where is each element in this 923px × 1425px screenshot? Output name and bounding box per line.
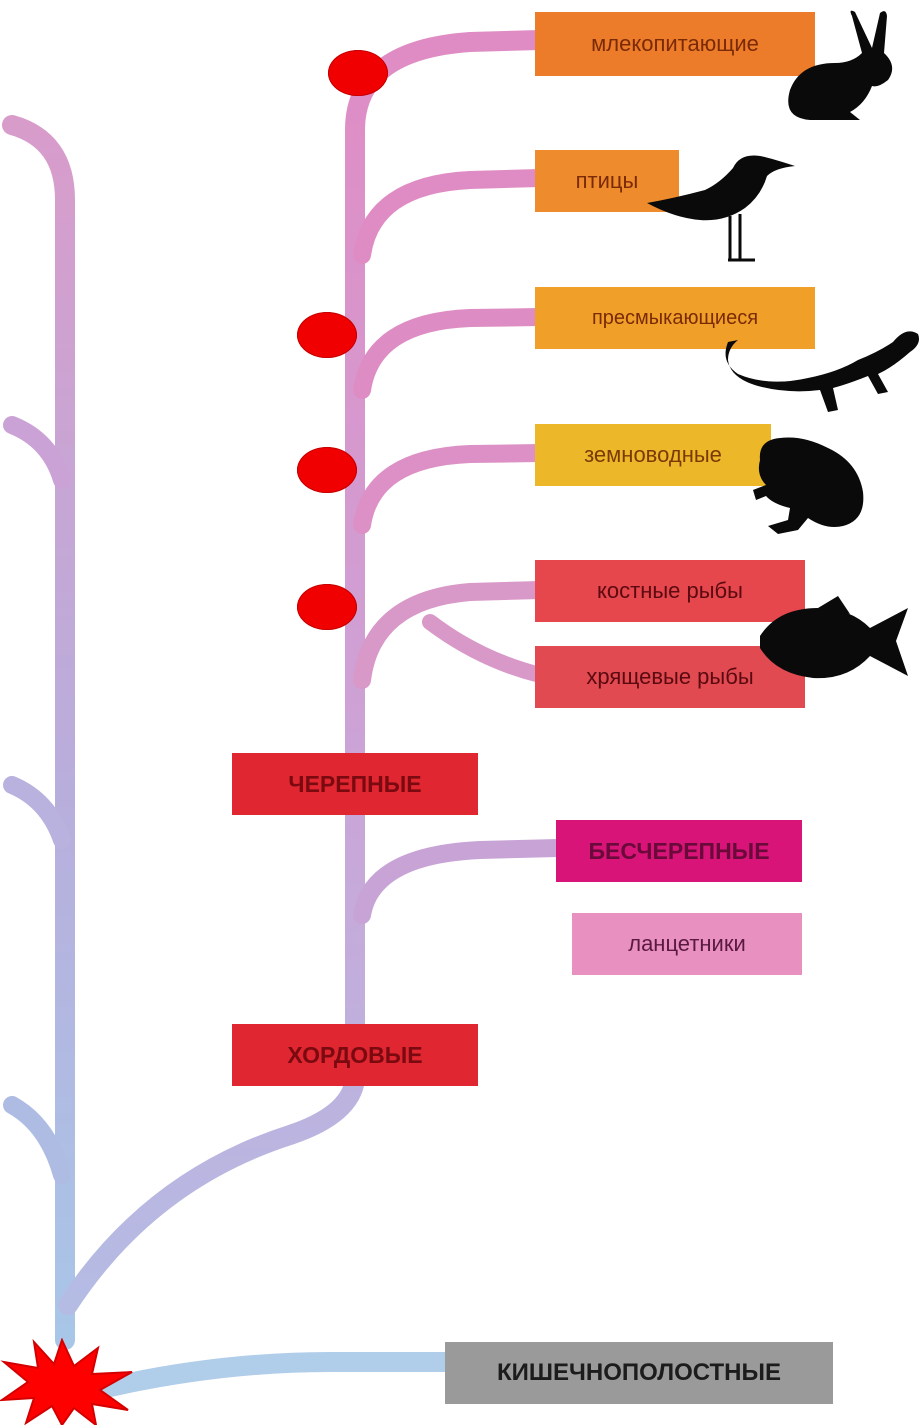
left-stub-2 [3, 776, 71, 849]
marker-reptiles [297, 312, 357, 358]
label-bony-fish: костные рыбы [535, 560, 805, 622]
branch-amphibians [353, 444, 549, 534]
label-cnidarians: КИШЕЧНОПОЛОСТНЫЕ [445, 1342, 833, 1404]
label-craniates: ЧЕРЕПНЫЕ [232, 753, 478, 815]
label-lancelets: ланцетники [572, 913, 802, 975]
branch-reptiles [353, 308, 549, 399]
main-trunk [2, 115, 75, 1350]
label-reptiles: пресмыкающиеся [535, 287, 815, 349]
frog-icon [753, 437, 864, 534]
marker-mammals [328, 50, 388, 96]
marker-amphibians [297, 447, 357, 493]
marker-fish [297, 584, 357, 630]
left-stub-3 [3, 1096, 71, 1184]
bird-icon [647, 155, 795, 262]
starburst-icon [0, 1338, 133, 1425]
label-cartilaginous-fish: хрящевые рыбы [535, 646, 805, 708]
branch-bony-fish [353, 581, 549, 689]
label-amphibians: земноводные [535, 424, 771, 486]
label-acrania: БЕСЧЕРЕПНЫЕ [556, 820, 802, 882]
branch-birds [353, 169, 549, 264]
rabbit-icon [788, 10, 893, 121]
label-mammals: млекопитающие [535, 12, 815, 76]
fish-icon [760, 596, 908, 679]
label-chordates: ХОРДОВЫЕ [232, 1024, 478, 1086]
lizard-icon [725, 331, 919, 412]
branch-cartilaginous-fish [422, 614, 548, 683]
branch-acrania [353, 839, 567, 924]
left-stub-1 [3, 416, 71, 489]
chordate-branch [58, 30, 550, 1315]
